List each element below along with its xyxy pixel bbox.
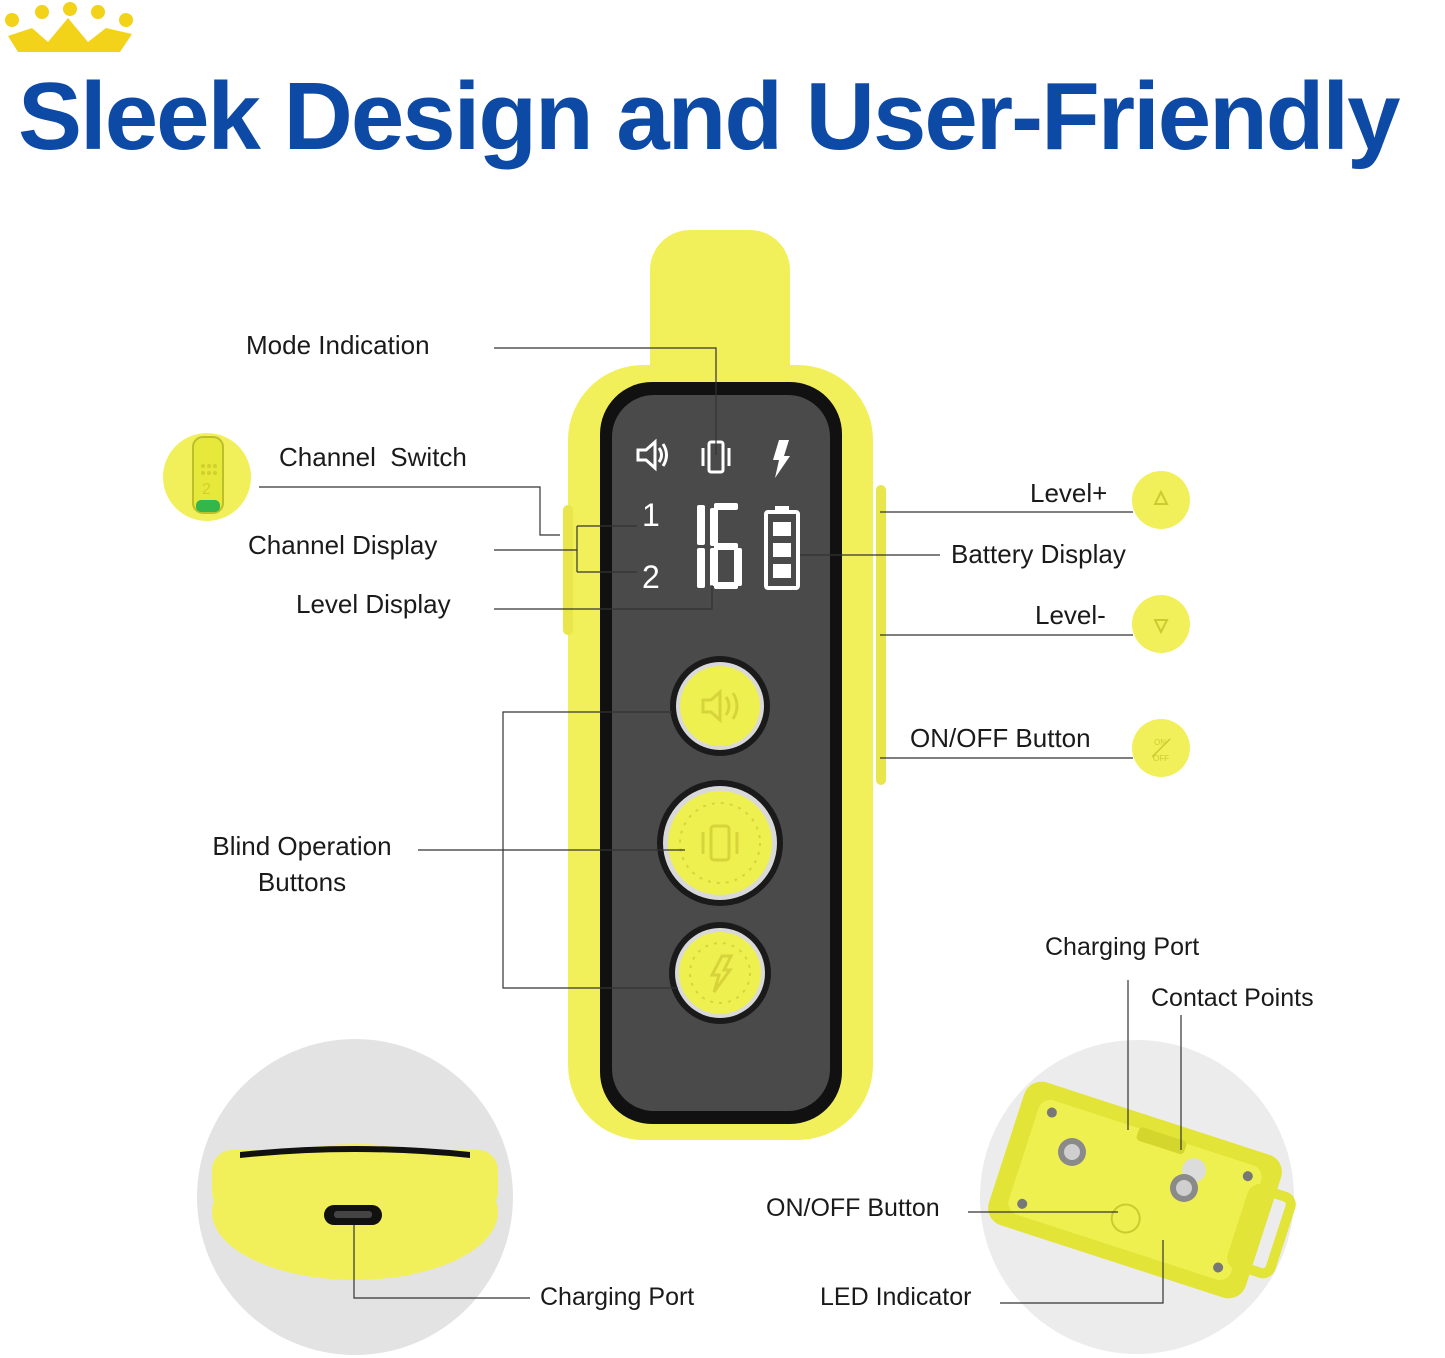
label-channel-display: Channel Display: [248, 530, 438, 560]
level-plus-inset: [1132, 471, 1190, 529]
label-collar-contact-points: Contact Points: [1151, 984, 1314, 1012]
label-blind-operation-line1: Blind Operation: [212, 831, 392, 861]
label-battery-display: Battery Display: [951, 539, 1126, 569]
leader-lines: [259, 347, 1182, 1304]
contact-point-2: [1170, 1174, 1198, 1202]
channel-switch-inset: [163, 433, 251, 521]
sound-icon: [636, 438, 668, 472]
label-blind-operation-line2: Buttons: [257, 867, 347, 897]
vibration-button: [657, 780, 783, 906]
shock-icon: [773, 440, 790, 478]
contact-point-1: [1058, 1138, 1086, 1166]
label-on-off-button: ON/OFF Button: [910, 723, 1091, 753]
page-title: Sleek Design and User-Friendly: [18, 63, 1400, 170]
channel-1-digit: 1: [642, 497, 660, 533]
label-collar-charging-port: Charging Port: [1045, 933, 1200, 961]
label-level-minus: Level-: [1035, 600, 1106, 630]
on-off-inset-on: ON: [1154, 738, 1166, 747]
label-charging-port-remote: Charging Port: [540, 1283, 695, 1311]
label-mode-indication: Mode Indication: [246, 330, 430, 360]
switch-label-2: 2: [202, 481, 211, 498]
label-collar-led-indicator: LED Indicator: [820, 1283, 972, 1311]
shock-button: [669, 922, 771, 1024]
label-level-plus: Level+: [1030, 478, 1108, 508]
channel-2-digit: 2: [642, 559, 660, 595]
on-off-inset: [1132, 719, 1190, 777]
on-off-inset-off: OFF: [1153, 754, 1169, 763]
sound-button: [670, 656, 770, 756]
crown-icon: [5, 2, 133, 52]
level-minus-inset: [1132, 595, 1190, 653]
battery-icon: [764, 506, 800, 590]
level-digit-1: [697, 505, 705, 588]
label-level-display: Level Display: [296, 589, 451, 619]
label-channel-switch: Channel Switch: [279, 442, 467, 472]
label-collar-on-off-button: ON/OFF Button: [766, 1194, 940, 1222]
label-blind-operation: Blind Operation Buttons: [192, 831, 412, 898]
level-digit-6: [710, 503, 742, 589]
remote-bottom-view: [212, 1144, 498, 1280]
